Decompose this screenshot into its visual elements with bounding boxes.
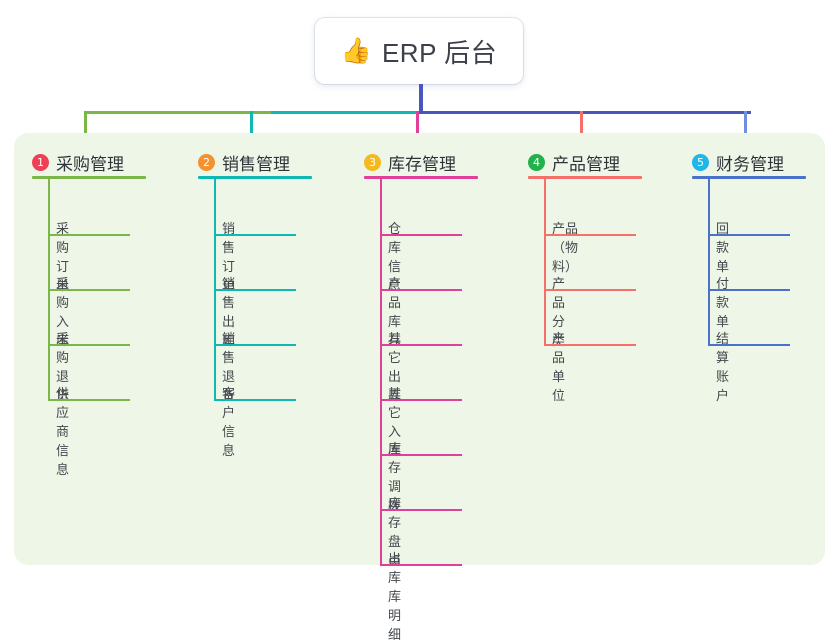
branch-title-3: 库存管理 <box>388 155 456 174</box>
bus-teal <box>271 111 417 114</box>
leaf-rule <box>214 399 296 401</box>
leaf-rule <box>708 344 790 346</box>
branch-header-5[interactable]: 5 财务管理 <box>692 150 784 175</box>
branch-header-4[interactable]: 4 产品管理 <box>528 150 620 175</box>
bus-indigo <box>417 111 751 114</box>
branch-header-3[interactable]: 3 库存管理 <box>364 150 456 175</box>
branch-spine-5 <box>708 179 710 344</box>
branch-header-2[interactable]: 2 销售管理 <box>198 150 290 175</box>
leaf-rule <box>214 234 296 236</box>
leaf-rule <box>544 289 636 291</box>
leaf-item[interactable]: 供应商信息 <box>56 386 70 477</box>
leaf-item[interactable]: 回款单 <box>716 221 730 274</box>
leaf-rule <box>48 399 130 401</box>
root-node[interactable]: 👍 ERP 后台 <box>315 18 523 84</box>
leaf-item[interactable]: 其它入库 <box>388 386 402 458</box>
leaf-item[interactable]: 销售退货 <box>222 331 236 403</box>
branch-badge-5: 5 <box>692 154 709 171</box>
leaf-item[interactable]: 客户信息 <box>222 386 236 458</box>
branch-title-2: 销售管理 <box>222 155 290 174</box>
leaf-rule <box>380 289 462 291</box>
leaf-rule <box>708 234 790 236</box>
leaf-rule <box>380 564 462 566</box>
branch-title-4: 产品管理 <box>552 155 620 174</box>
branch-title-5: 财务管理 <box>716 155 784 174</box>
leaf-rule <box>380 509 462 511</box>
leaf-rule <box>544 234 636 236</box>
thumbs-up-icon: 👍 <box>340 36 372 65</box>
leaf-rule <box>380 399 462 401</box>
leaf-rule <box>48 344 130 346</box>
drop-stem-4 <box>580 111 583 145</box>
leaf-rule <box>708 289 790 291</box>
branch-badge-3: 3 <box>364 154 381 171</box>
branch-spine-4 <box>544 179 546 344</box>
branch-rule-3 <box>364 176 478 179</box>
leaf-item[interactable]: 其它出库 <box>388 331 402 403</box>
leaf-rule <box>380 454 462 456</box>
branch-rule-2 <box>198 176 312 179</box>
drop-stem-2 <box>250 111 253 145</box>
branch-badge-1: 1 <box>32 154 49 171</box>
drop-stem-5 <box>744 111 747 145</box>
leaf-item[interactable]: 产品库存 <box>388 276 402 348</box>
drop-stem-3 <box>416 111 419 145</box>
leaf-rule <box>214 344 296 346</box>
branch-badge-2: 2 <box>198 154 215 171</box>
root-title: ERP 后台 <box>381 37 498 68</box>
leaf-item[interactable]: 付款单 <box>716 276 730 329</box>
root-stem <box>419 84 423 114</box>
leaf-item[interactable]: 出库库明细 <box>388 551 402 642</box>
branch-panel <box>14 133 825 565</box>
leaf-rule <box>48 289 130 291</box>
branch-title-1: 采购管理 <box>56 155 124 174</box>
drop-stem-1 <box>84 111 87 145</box>
leaf-item[interactable]: 产品单位 <box>552 331 566 403</box>
leaf-item[interactable]: 产品（物料） <box>552 221 579 274</box>
bus-green <box>84 111 271 114</box>
leaf-rule <box>214 289 296 291</box>
branch-rule-1 <box>32 176 146 179</box>
leaf-item[interactable]: 结算账户 <box>716 331 730 403</box>
branch-header-1[interactable]: 1 采购管理 <box>32 150 124 175</box>
branch-badge-4: 4 <box>528 154 545 171</box>
leaf-rule <box>544 344 636 346</box>
branch-rule-5 <box>692 176 806 179</box>
leaf-rule <box>380 234 462 236</box>
leaf-item[interactable]: 采购退货 <box>56 331 70 403</box>
branch-rule-4 <box>528 176 642 179</box>
branch-spine-3 <box>380 179 382 564</box>
leaf-rule <box>380 344 462 346</box>
leaf-rule <box>48 234 130 236</box>
